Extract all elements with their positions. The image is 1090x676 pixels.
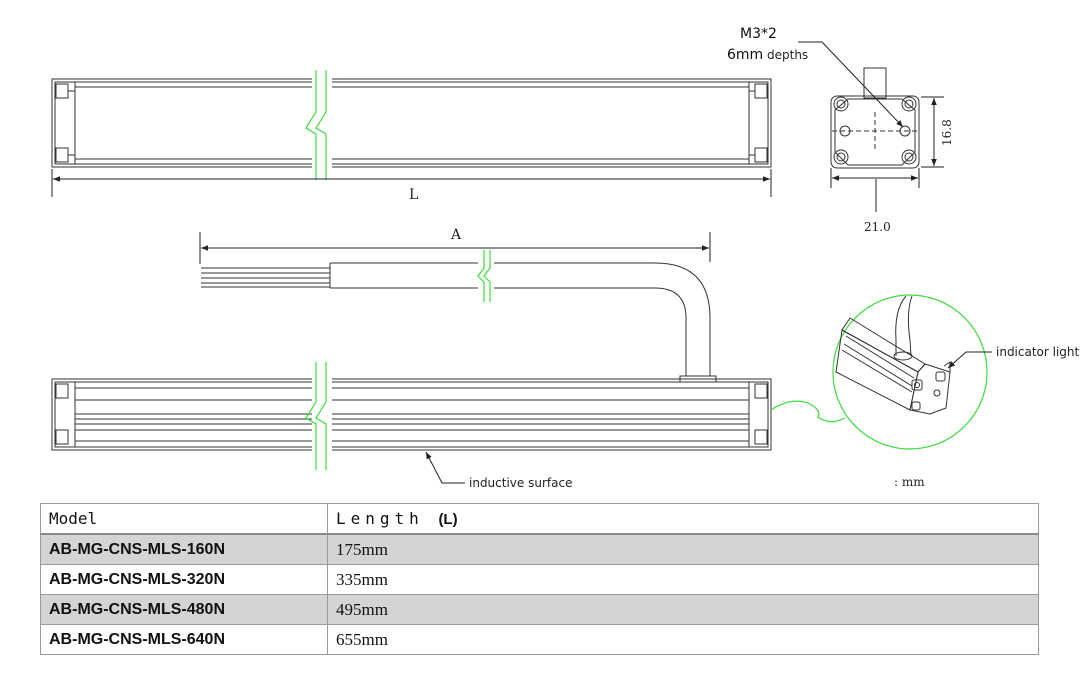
table-header-row: Model Length (L) [40,503,1039,535]
dimension-height [921,96,944,168]
table-row: AB-MG-CNS-MLS-160N 175mm [40,533,1039,565]
surface-leader [425,451,465,484]
m3-label: M3*2 [740,26,777,42]
technical-drawing: L M3*2 6mm depths 16.8 21.0 [51,26,1080,490]
model-cell: AB-MG-CNS-MLS-640N [40,624,328,655]
table-row: AB-MG-CNS-MLS-640N 655mm [40,624,1039,655]
header-model: Model [40,503,328,535]
table-row: AB-MG-CNS-MLS-480N 495mm [40,594,1039,625]
length-cell: 175mm [327,533,1039,565]
header-length-unit: (L) [438,511,458,528]
detail-view [832,294,988,450]
dimension-A-label: A [450,227,462,243]
dimension-L-label: L [409,187,418,203]
break-line-cable [477,250,491,302]
header-length: Length (L) [327,503,1039,535]
depth-word: depths [767,48,808,62]
length-cell: 495mm [327,594,1039,625]
header-length-label: Length [336,509,424,528]
break-line-bottom [305,362,327,470]
indicator-leader [947,351,992,369]
dimension-L [51,169,772,197]
model-cell: AB-MG-CNS-MLS-320N [40,564,328,595]
cable [201,262,717,383]
unit-label: : mm [894,475,925,489]
top-bar-view [51,78,772,168]
depth-value: 6mm [727,47,763,63]
length-cell: 655mm [327,624,1039,655]
bottom-bar-view [51,378,772,451]
indicator-label: indicator light [996,345,1080,359]
break-line-top [305,70,327,180]
surface-label: inductive surface [469,476,572,490]
model-cell: AB-MG-CNS-MLS-160N [40,533,328,565]
model-cell: AB-MG-CNS-MLS-480N [40,594,328,625]
dimension-height-label: 16.8 [940,119,954,146]
dimension-width [830,168,920,212]
dimension-width-label: 21.0 [864,220,891,234]
dimension-A [199,232,711,264]
detail-connector [770,400,846,423]
spec-table: Model Length (L) AB-MG-CNS-MLS-160N 175m… [40,503,1039,655]
end-view [830,67,920,169]
table-row: AB-MG-CNS-MLS-320N 335mm [40,564,1039,595]
length-cell: 335mm [327,564,1039,595]
